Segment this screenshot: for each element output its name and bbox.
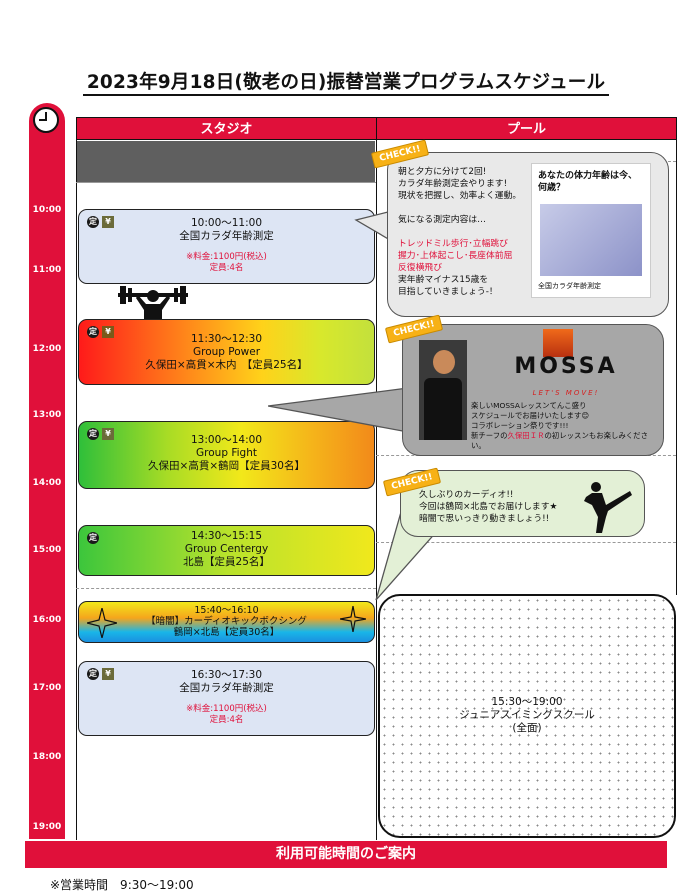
session-staff: 久保田×高貫×木内 【定員25名】 — [145, 359, 308, 371]
availability-banner: 利用可能時間のご案内 — [25, 841, 667, 868]
session-name: Group Power — [192, 346, 261, 358]
time-bar — [29, 103, 65, 839]
time-label: 17:00 — [32, 683, 62, 693]
session-card[interactable]: 定 ¥ 13:00～14:00 Group Fight 久保田×高貫×鶴岡【定員… — [78, 421, 375, 489]
paid-badge: ¥ — [102, 326, 114, 338]
grid-line — [76, 140, 77, 840]
paid-badge: ¥ — [102, 216, 114, 228]
pool-header: プール — [376, 117, 677, 140]
session-capacity: 定員:4名 — [209, 263, 244, 273]
bubble-line: コラボレーション祭りです!!! — [471, 421, 569, 430]
session-name: 全国カラダ年齢測定 — [179, 682, 274, 694]
session-time: 14:30～15:15 — [190, 530, 263, 542]
session-fee: ※料金:1100円(税込) — [186, 252, 267, 262]
business-hours: ※営業時間 9:30～19:00 — [50, 878, 194, 892]
instructor-face — [433, 350, 455, 374]
instructor-photo — [419, 340, 467, 440]
bubble-line: トレッドミル歩行･立幅跳び — [398, 239, 508, 249]
poster-illustration — [540, 204, 642, 276]
instructor-body — [424, 378, 462, 440]
paid-badge: ¥ — [102, 428, 114, 440]
session-card[interactable]: 15:40～16:10 【暗闇】カーディオキックボクシング 鶴岡×北島【定員30… — [78, 601, 375, 643]
bubble-text: 久しぶりのカーディオ!! 今回は鶴岡×北島でお届けします★ 暗闇で思いっきり動き… — [419, 489, 619, 525]
mossa-tagline: LET'S MOVE! — [532, 389, 600, 397]
time-label: 12:00 — [32, 344, 62, 354]
session-time: 15:40～16:10 — [194, 605, 259, 616]
session-time: 11:30～12:30 — [190, 333, 263, 345]
grid-line — [376, 140, 377, 840]
bubble-line: カラダ年齢測定会やります! — [398, 179, 508, 189]
kick-silhouette-icon — [584, 482, 632, 533]
fixed-badge: 定 — [87, 668, 99, 680]
session-name: Group Fight — [196, 447, 257, 459]
bubble-line: 握力･上体起こし･長座体前屈 — [398, 251, 513, 261]
session-name: Group Centergy — [184, 543, 269, 555]
bubble-line: スケジュールでお届けいたします😊 — [471, 411, 590, 420]
session-staff: 久保田×高貫×鶴岡【定員30名】 — [148, 460, 305, 472]
poster-title: あなたの体力年齢は今、何歳？ — [538, 171, 638, 193]
info-bubble: 朝と夕方に分けて2回! カラダ年齢測定会やります! 現状を把握し、効率よく運動。… — [387, 152, 669, 317]
time-label: 13:00 — [32, 410, 62, 420]
sparkle-icon — [340, 606, 366, 632]
session-card[interactable]: 定 ¥ 16:30～17:30 全国カラダ年齢測定 ※料金:1100円(税込) … — [78, 661, 375, 736]
pool-session-card[interactable]: 15:30～19:00 ジュニアスイミングスクール (全面) — [378, 594, 676, 838]
bubble-line: 目指していきましょう-！ — [398, 287, 498, 297]
time-label: 16:00 — [32, 615, 62, 625]
info-bubble: 久しぶりのカーディオ!! 今回は鶴岡×北島でお届けします★ 暗闇で思いっきり動き… — [400, 470, 645, 537]
page-title: 2023年9月18日(敬老の日)振替営業プログラムスケジュール — [0, 68, 692, 96]
session-time: 10:00～11:00 — [190, 217, 263, 229]
pool-name: ジュニアスイミングスクール — [459, 709, 595, 721]
session-fee: ※料金:1100円(税込) — [186, 704, 267, 714]
session-name: 【暗闇】カーディオキックボクシング — [146, 616, 307, 627]
fixed-badge: 定 — [87, 428, 99, 440]
fixed-badge: 定 — [87, 532, 99, 544]
sparkle-icon — [87, 608, 117, 638]
session-capacity: 定員:4名 — [209, 715, 244, 725]
mossa-logo-icon — [543, 329, 573, 357]
grid-line — [376, 542, 676, 543]
bubble-text: 楽しいMOSSAレッスンてんこ盛り スケジュールでお届けいたします😊 コラボレー… — [471, 401, 661, 451]
bubble-line: 気になる測定内容は… — [398, 215, 486, 225]
bubble-line: 今回は鶴岡×北島でお届けします★ — [419, 502, 558, 512]
fixed-badge: 定 — [87, 326, 99, 338]
bubble-line: 新チーフの久保田ＩＲの初レッスンもお楽しみください。 — [471, 431, 648, 450]
bubble-line: 朝と夕方に分けて2回! — [398, 167, 487, 177]
pool-time: 15:30～19:00 — [491, 696, 563, 708]
poster-caption: 全国カラダ年齢測定 — [538, 282, 601, 290]
session-card[interactable]: 定 ¥ 10:00～11:00 全国カラダ年齢測定 ※料金:1100円(税込) … — [78, 209, 375, 284]
session-staff: 北島【定員25名】 — [183, 556, 270, 568]
grid-line — [676, 140, 677, 595]
grid-line — [76, 588, 376, 589]
grid-line — [76, 182, 376, 183]
bubble-line: 久しぶりのカーディオ!! — [419, 490, 514, 500]
bubble-text: 朝と夕方に分けて2回! カラダ年齢測定会やります! 現状を把握し、効率よく運動。… — [398, 166, 548, 298]
studio-header: スタジオ — [76, 117, 377, 140]
time-label: 15:00 — [32, 545, 62, 555]
clock-hand — [39, 119, 47, 121]
bubble-line: 暗闇で思いっきり動きましょう!! — [419, 514, 550, 524]
clock-hand — [45, 112, 47, 121]
session-time: 13:00～14:00 — [190, 434, 263, 446]
session-staff: 鶴岡×北島【定員30名】 — [173, 627, 280, 638]
pool-note: (全面) — [512, 722, 542, 734]
session-name: 全国カラダ年齢測定 — [179, 230, 274, 242]
session-time: 16:30～17:30 — [190, 669, 263, 681]
closed-block — [77, 141, 375, 182]
bubble-line: 楽しいMOSSAレッスンてんこ盛り — [471, 401, 587, 410]
bubble-line: 実年齢マイナス15歳を — [398, 275, 489, 285]
session-card[interactable]: 定 ¥ 11:30～12:30 Group Power 久保田×高貫×木内 【定… — [78, 319, 375, 385]
time-label: 10:00 — [32, 205, 62, 215]
mossa-brand: MOSSA — [514, 354, 618, 379]
paid-badge: ¥ — [102, 668, 114, 680]
time-label: 19:00 — [32, 822, 62, 832]
info-bubble: MOSSA LET'S MOVE! 楽しいMOSSAレッスンてんこ盛り スケジュ… — [402, 324, 664, 456]
bubble-line: 反復横飛び — [398, 263, 442, 273]
time-label: 14:00 — [32, 478, 62, 488]
time-label: 11:00 — [32, 265, 62, 275]
poster-image: あなたの体力年齢は今、何歳？ 全国カラダ年齢測定 — [531, 163, 651, 298]
session-card[interactable]: 定 14:30～15:15 Group Centergy 北島【定員25名】 — [78, 525, 375, 576]
time-label: 18:00 — [32, 752, 62, 762]
bubble-line: 現状を把握し、効率よく運動。 — [398, 191, 522, 201]
fixed-badge: 定 — [87, 216, 99, 228]
